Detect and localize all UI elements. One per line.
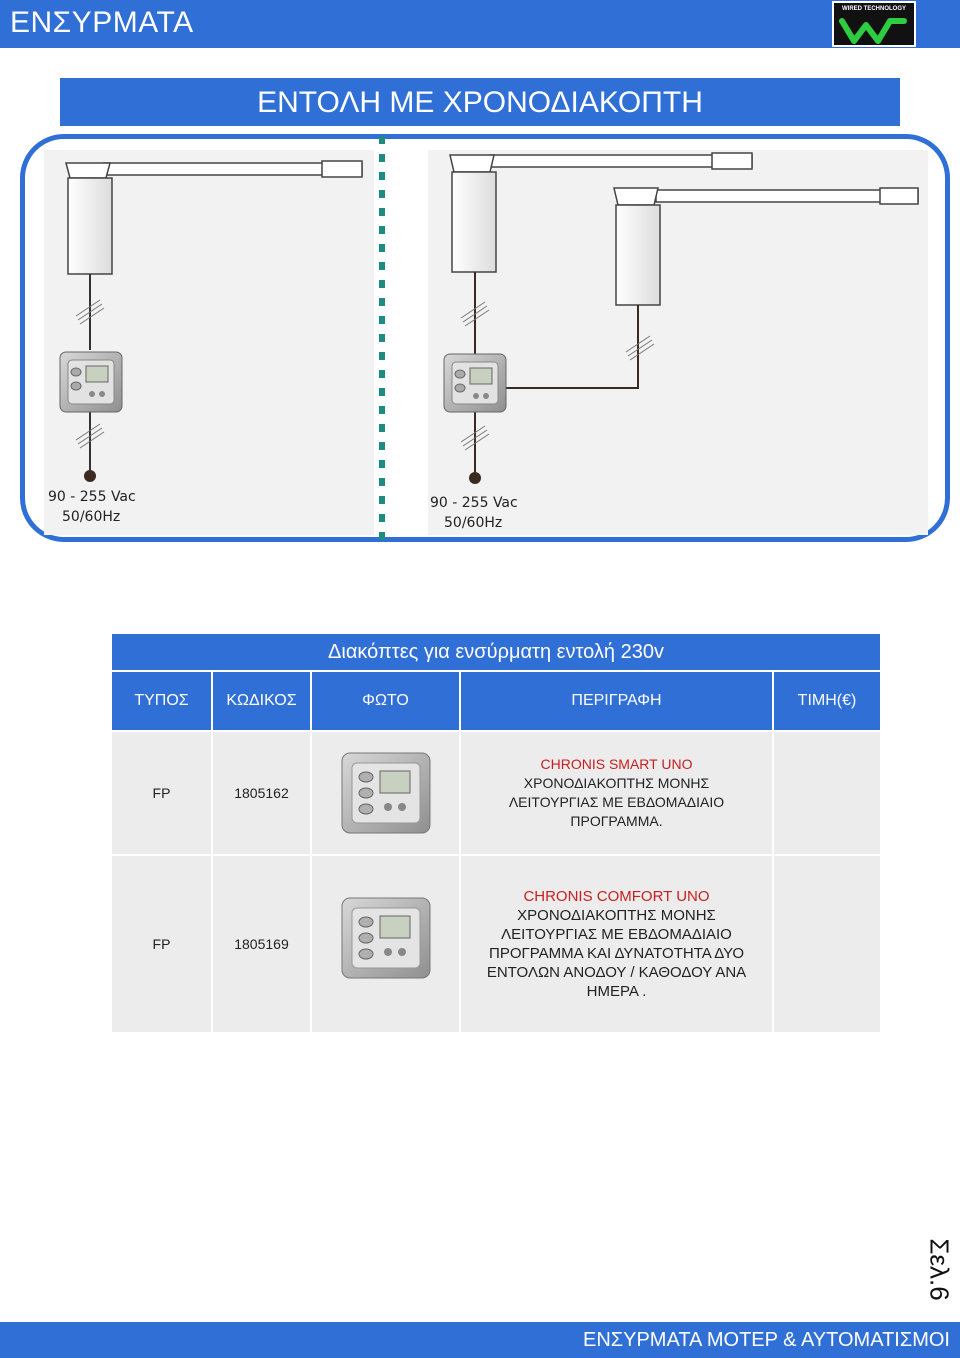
header-bar: ΕΝΣΥΡΜΑΤΑ WIRED TECHNOLOGY: [0, 0, 960, 48]
product-name: CHRONIS COMFORT UNO: [523, 888, 710, 905]
header-price: ΤΙΜΗ(€): [774, 672, 880, 730]
description-line: ΕΝΤΟΛΩΝ ΑΝΟΔΟΥ / ΚΑΘΟΔΟΥ ΑΝΑ: [486, 964, 747, 981]
page-number-text: Σελ.6: [924, 1238, 955, 1301]
left-switch-icon: [59, 351, 123, 413]
timer-switch-photo-icon: [341, 897, 430, 979]
right-motor-2-icon: [613, 187, 919, 306]
cell-photo: [312, 732, 459, 854]
right-diagram-panel: [428, 150, 928, 535]
footer-bar: ΕΝΣΥΡΜΑΤΑ ΜΟΤΕΡ & ΑΥΤΟΜΑΤΙΣΜΟΙ: [0, 1322, 960, 1358]
cell-description: CHRONIS COMFORT UNO ΧΡΟΝΟΔΙΑΚΟΠΤΗΣ ΜΟΝΗΣ…: [461, 856, 772, 1032]
page-title: ΕΝΣΥΡΜΑΤΑ: [10, 6, 194, 39]
cell-description: CHRONIS SMART UNO ΧΡΟΝΟΔΙΑΚΟΠΤΗΣ ΜΟΝΗΣ Λ…: [461, 732, 772, 854]
description-line: ΛΕΙΤΟΥΡΓΙΑΣ ΜΕ ΕΒΔΟΜΑΔΙΑΙΟ: [501, 926, 732, 943]
description-line: ΗΜΕΡΑ .: [586, 983, 647, 1000]
table-header-row: ΤΥΠΟΣ ΚΩΔΙΚΟΣ ΦΩΤΟ ΠΕΡΙΓΡΑΦΗ ΤΙΜΗ(€): [112, 672, 880, 730]
logo-wave-icon: [839, 18, 907, 44]
cell-type: FP: [112, 732, 211, 854]
table-title: Διακόπτες για ενσύρματη εντολή 230v: [112, 634, 880, 670]
cell-photo: [312, 856, 459, 1032]
description-line: ΛΕΙΤΟΥΡΓΙΑΣ ΜΕ ΕΒΔΟΜΑΔΙΑΙΟ: [508, 794, 725, 810]
right-supply-frequency: 50/60Hz: [444, 515, 503, 531]
left-supply-label: 90 - 255 Vac 50/60Hz: [48, 487, 136, 527]
footer-text: ΕΝΣΥΡΜΑΤΑ ΜΟΤΕΡ & ΑΥΤΟΜΑΤΙΣΜΟΙ: [582, 1329, 950, 1351]
timer-switch-photo-icon: [341, 752, 430, 834]
header-description: ΠΕΡΙΓΡΑΦΗ: [461, 672, 772, 730]
description-line: ΧΡΟΝΟΔΙΑΚΟΠΤΗΣ ΜΟΝΗΣ: [517, 907, 716, 924]
brand-logo: WIRED TECHNOLOGY: [832, 1, 916, 47]
page-number: Σελ.6: [924, 1238, 960, 1302]
description-line: ΠΡΟΓΡΑΜΜΑ ΚΑΙ ΔΥΝΑΤΟΤΗΤΑ ΔΥΟ: [488, 945, 744, 962]
wiring-diagram-svg: [59, 152, 919, 484]
right-motor-1-icon: [449, 152, 753, 273]
right-cable-marks-icon: [460, 301, 655, 451]
header-photo: ΦΩΤΟ: [312, 672, 459, 730]
table-row: FP 1805162 CHRONIS SMART UNO ΧΡΟΝΟΔΙΑΚΟΠ…: [112, 732, 880, 854]
header-code: ΚΩΔΙΚΟΣ: [213, 672, 310, 730]
left-cable-marks-icon: [75, 299, 105, 449]
cell-price: [774, 732, 880, 854]
product-name: CHRONIS SMART UNO: [540, 756, 693, 772]
dashed-divider: [379, 136, 385, 540]
left-supply-frequency: 50/60Hz: [62, 509, 121, 525]
description-line: ΧΡΟΝΟΔΙΑΚΟΠΤΗΣ ΜΟΝΗΣ: [523, 775, 710, 791]
logo-text: WIRED TECHNOLOGY: [842, 6, 906, 12]
right-supply-dot: [469, 472, 481, 484]
cell-price: [774, 856, 880, 1032]
right-supply-label: 90 - 255 Vac 50/60Hz: [430, 493, 518, 533]
product-table: Διακόπτες για ενσύρματη εντολή 230v ΤΥΠΟ…: [112, 634, 880, 1032]
right-switch-icon: [443, 353, 507, 413]
cell-code: 1805169: [213, 856, 310, 1032]
right-supply-voltage: 90 - 255 Vac: [430, 495, 518, 511]
left-supply-dot: [84, 470, 96, 482]
left-motor-icon: [65, 160, 363, 275]
section-subtitle: ΕΝΤΟΛΗ ΜΕ ΧΡΟΝΟΔΙΑΚΟΠΤΗ: [257, 86, 703, 119]
cell-type: FP: [112, 856, 211, 1032]
table-row: FP 1805169 CHRONIS COMFORT UNO ΧΡΟΝΟΔΙΑΚ…: [112, 856, 880, 1032]
subtitle-bar: ΕΝΤΟΛΗ ΜΕ ΧΡΟΝΟΔΙΑΚΟΠΤΗ: [60, 78, 900, 126]
description-line: ΠΡΟΓΡΑΜΜΑ.: [570, 813, 663, 829]
header-type: ΤΥΠΟΣ: [112, 672, 211, 730]
left-supply-voltage: 90 - 255 Vac: [48, 489, 136, 505]
cell-code: 1805162: [213, 732, 310, 854]
